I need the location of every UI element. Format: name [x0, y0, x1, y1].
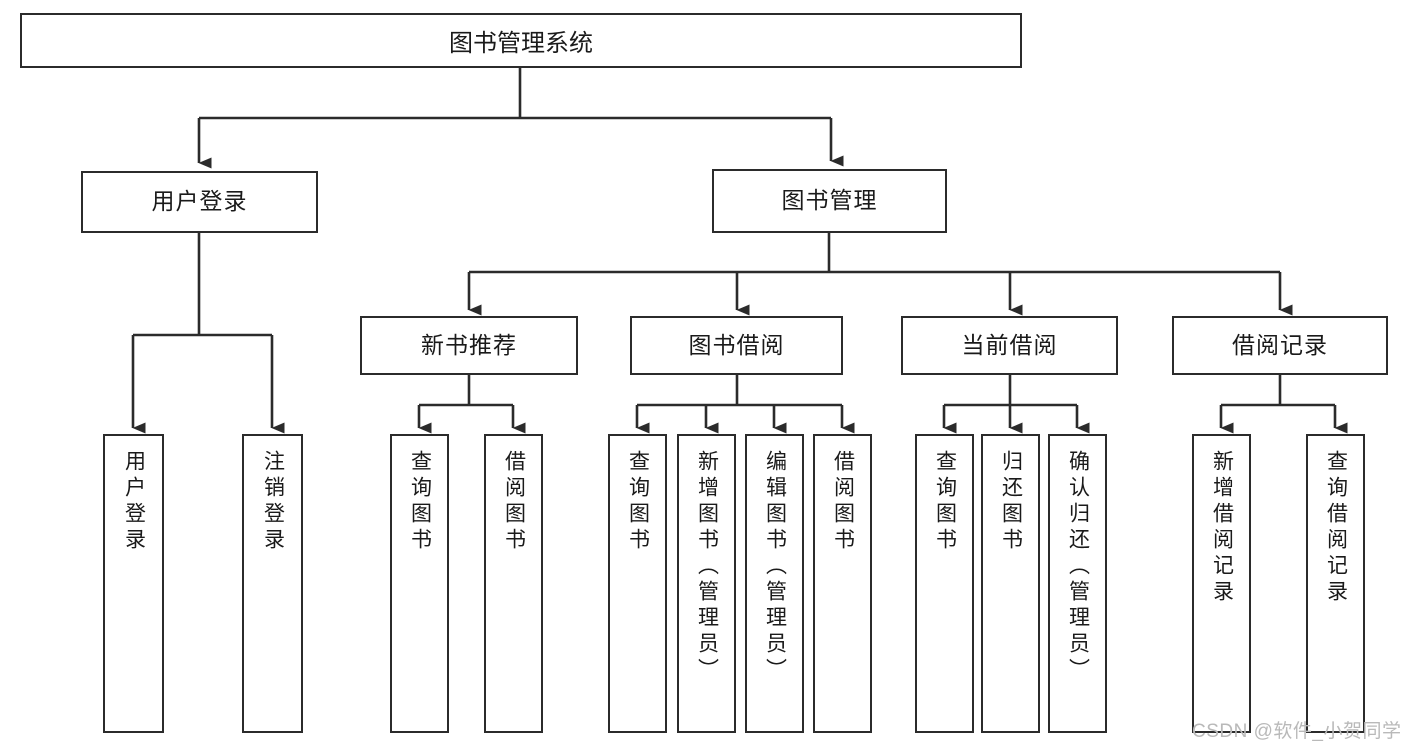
- watermark: CSDN @软件_小贺同学: [1192, 721, 1402, 742]
- node-user-login[interactable]: 用户登录: [81, 171, 318, 233]
- node-current-borrow-label: 当前借阅: [961, 331, 1058, 358]
- node-leaf-add-record-label: 新增借阅记录: [1210, 450, 1234, 606]
- node-book-manage-label: 图书管理: [781, 187, 878, 214]
- node-leaf-user-login-label: 用户登录: [122, 450, 146, 554]
- node-leaf-add-book[interactable]: 新增图书（管理员）: [677, 434, 736, 733]
- node-leaf-logout-login[interactable]: 注销登录: [242, 434, 303, 733]
- node-borrow-record-label: 借阅记录: [1232, 331, 1328, 358]
- node-book-borrow-label: 图书借阅: [688, 331, 785, 358]
- node-leaf-query-book-1-label: 查询图书: [408, 450, 432, 554]
- node-leaf-query-record[interactable]: 查询借阅记录: [1306, 434, 1365, 733]
- node-book-manage[interactable]: 图书管理: [712, 169, 947, 233]
- node-leaf-confirm-return[interactable]: 确认归还（管理员）: [1048, 434, 1107, 733]
- node-leaf-query-book-1[interactable]: 查询图书: [390, 434, 449, 733]
- node-leaf-query-book-3[interactable]: 查询图书: [915, 434, 974, 733]
- node-leaf-logout-login-label: 注销登录: [261, 450, 285, 554]
- node-leaf-query-book-3-label: 查询图书: [933, 450, 957, 554]
- node-leaf-query-record-label: 查询借阅记录: [1324, 450, 1348, 606]
- node-leaf-add-record[interactable]: 新增借阅记录: [1192, 434, 1251, 733]
- node-leaf-add-book-label: 新增图书（管理员）: [695, 450, 719, 684]
- node-leaf-return-book-label: 归还图书: [999, 450, 1023, 554]
- node-book-borrow[interactable]: 图书借阅: [630, 316, 843, 375]
- node-new-book-recommend-label: 新书推荐: [421, 331, 517, 358]
- node-leaf-query-book-2-label: 查询图书: [626, 450, 650, 554]
- node-leaf-return-book[interactable]: 归还图书: [981, 434, 1040, 733]
- node-leaf-edit-book[interactable]: 编辑图书（管理员）: [745, 434, 804, 733]
- node-root[interactable]: 图书管理系统: [20, 13, 1022, 68]
- node-leaf-borrow-book-2[interactable]: 借阅图书: [813, 434, 872, 733]
- node-leaf-borrow-book-1[interactable]: 借阅图书: [484, 434, 543, 733]
- node-leaf-confirm-return-label: 确认归还（管理员）: [1066, 450, 1090, 684]
- node-borrow-record[interactable]: 借阅记录: [1172, 316, 1388, 375]
- node-current-borrow[interactable]: 当前借阅: [901, 316, 1118, 375]
- node-leaf-edit-book-label: 编辑图书（管理员）: [763, 450, 787, 684]
- node-user-login-label: 用户登录: [151, 188, 248, 215]
- node-leaf-borrow-book-2-label: 借阅图书: [831, 450, 855, 554]
- node-leaf-query-book-2[interactable]: 查询图书: [608, 434, 667, 733]
- node-leaf-borrow-book-1-label: 借阅图书: [502, 450, 526, 554]
- node-leaf-user-login[interactable]: 用户登录: [103, 434, 164, 733]
- node-root-label: 图书管理系统: [449, 30, 593, 57]
- node-new-book-recommend[interactable]: 新书推荐: [360, 316, 578, 375]
